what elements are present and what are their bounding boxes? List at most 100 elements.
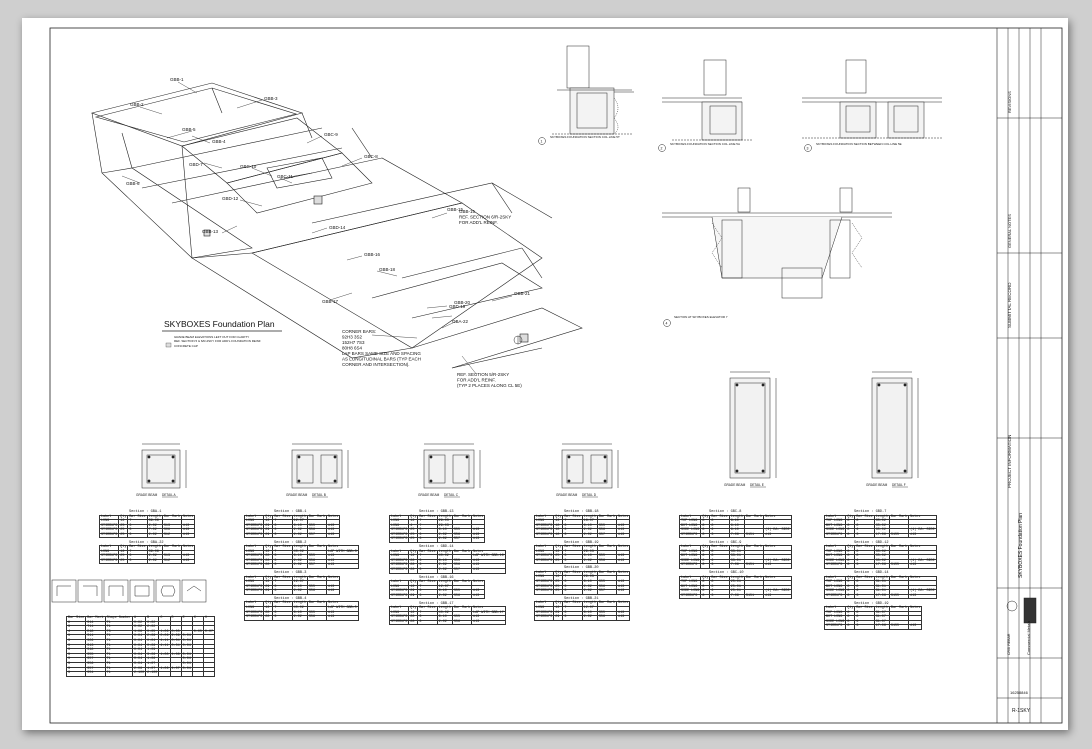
header-cell: Notes (181, 545, 196, 551)
table-cell: 29 (408, 593, 419, 600)
table-cell: #13 (326, 615, 359, 621)
title-block-general-notes: GENERAL NOTES (1007, 214, 1012, 248)
col3-section-title: Section : GBB-16 (419, 575, 454, 580)
table-cell: 3 (709, 563, 730, 569)
table-cell: 1-08 (158, 652, 171, 659)
sheet-border (49, 27, 1063, 724)
col4-section-title: Section : GBB-21 (564, 596, 599, 601)
table-cell: 2-02 (436, 593, 453, 600)
col4-section-title: Section : GBB-18 (564, 510, 599, 514)
beam-label-gbd-7: GBD-7 (189, 162, 203, 167)
col6-section-title: Section : GBD-19 (854, 601, 889, 606)
callout-ref2-line: (TYP 2 PLACES ALONG CL 5E) (457, 383, 522, 388)
table-cell: 3 (562, 532, 583, 539)
table-cell: 17-06 (873, 532, 890, 539)
table-cell (191, 671, 204, 677)
beam-label-gbc-8: GBC-8 (364, 154, 378, 159)
table-cell: 2-02 (436, 537, 453, 544)
table-cell: 3 (709, 532, 730, 539)
detail-c-name: DETAIL C (444, 493, 459, 497)
detail-f-name: DETAIL F (892, 483, 906, 487)
table-cell: 7-06 (728, 532, 745, 539)
table-cell: #13 (616, 558, 631, 565)
table-cell: 8 (845, 563, 856, 569)
table-cell: 3 (562, 558, 583, 565)
table-cell: 17-06 (873, 624, 890, 630)
table-cell: S51 (85, 671, 106, 677)
detail-f-caption: GRADE BEAM (866, 483, 888, 487)
header-cell: Notes (326, 575, 341, 582)
col1-section-title: Section : GBA-22 (129, 540, 164, 545)
header-cell: Notes (181, 514, 196, 521)
header-cell: Notes (326, 514, 341, 521)
table-cell: 25 (118, 558, 129, 565)
table-cell: 17-06 (873, 593, 890, 600)
table-cell: 3 (562, 589, 583, 595)
table-cell: 3 (417, 568, 438, 574)
plan-beam-labels: GBB-1GBB-2GBB-3GBB-4GBB-5GBB-6GBD-7GBC-8… (126, 77, 531, 324)
detail-e-name: DETAIL E (750, 483, 764, 487)
svg-text:3: 3 (807, 147, 809, 151)
bar-shape-icon (160, 585, 176, 597)
col6-section-title: Section : GBD-14 (854, 571, 889, 575)
header-cell: Notes (471, 580, 486, 586)
table-cell: 28 (408, 619, 419, 626)
col2-section-title: Section : GBB-1 (274, 510, 307, 514)
table-cell: S57 (451, 537, 473, 544)
table-cell: 29 (263, 532, 274, 539)
beam-label-gbb-2: GBB-2 (130, 102, 144, 107)
table-cell: 2-02 (581, 558, 598, 565)
table-cell: S57 (596, 589, 618, 595)
table-cell: 8 (845, 593, 856, 600)
table-cell: 2-100 (145, 671, 160, 677)
table-cell: STIRRUPS (678, 532, 702, 539)
table-cell: 3 (854, 532, 875, 539)
table-cell: 8 (700, 563, 711, 569)
table-cell: 17-06 (873, 563, 890, 569)
col4-section-title: Section : GBB-20 (564, 566, 599, 571)
header-cell: Bar Mark (451, 514, 473, 521)
table-cell: S155 (888, 563, 910, 569)
header-cell: Notes (616, 545, 631, 551)
title-block-crsi: CRSI REBAR (1007, 633, 1011, 655)
header-cell: Notes (616, 514, 631, 521)
section-2-title: SKYBOXES FOUNDATION SECTION COL.LINE 5A (670, 142, 740, 146)
table-cell: #13 (616, 589, 631, 595)
bar-shape-icon (108, 585, 124, 596)
table-cell: STIRRUPS (823, 593, 847, 600)
callout-ref2-line: REF. SECTION 5/R-2SKY (457, 372, 509, 377)
table-cell (180, 671, 193, 677)
table-cell: S155 (888, 532, 910, 539)
table-cell: S56 (306, 589, 328, 595)
table-cell: S56 (451, 593, 473, 600)
table-cell: #13 (326, 589, 341, 595)
table-cell: 0-04 (180, 643, 193, 650)
svg-text:2: 2 (661, 147, 663, 151)
table-cell: 3 (127, 532, 148, 539)
table-cell: S56 (596, 615, 618, 621)
table-cell: STIRRUPS (388, 567, 410, 574)
section-3 (802, 59, 942, 152)
table-cell: 1-08 (169, 652, 182, 659)
header-cell: Bar Mark (888, 545, 910, 551)
header-cell: Bar Mark (888, 575, 910, 582)
beam-label-gba-22: GBA-22 (452, 319, 469, 324)
callout-ref2-line: FOR ADD'L REINF. (457, 378, 496, 383)
table-cell: #13 (763, 593, 792, 600)
